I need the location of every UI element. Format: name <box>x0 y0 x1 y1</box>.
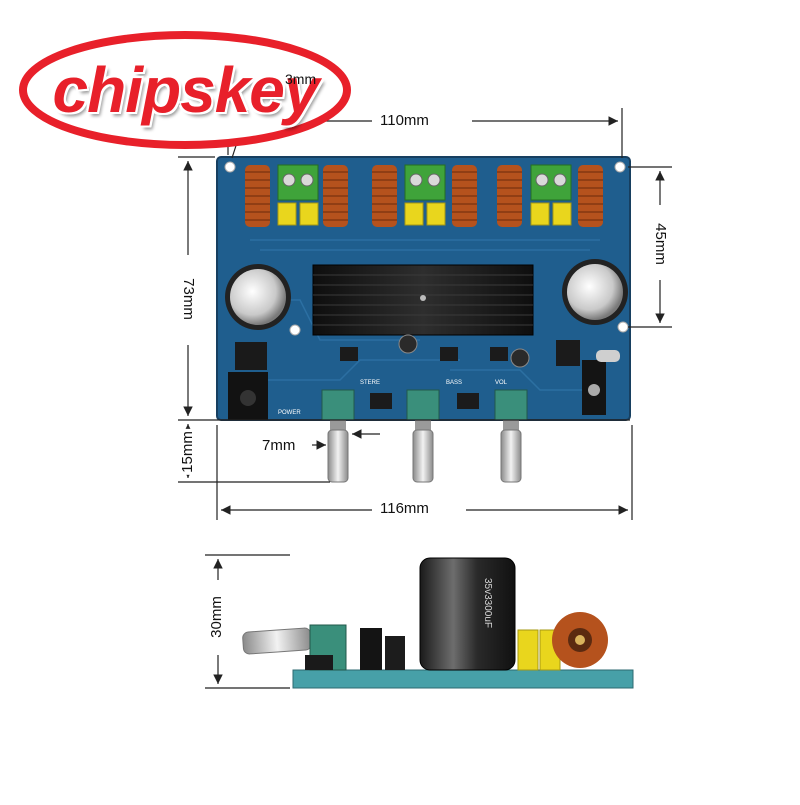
side-dimension-lines <box>205 554 290 689</box>
dim-30mm: 30mm <box>207 594 226 640</box>
knob-stereo <box>321 389 355 483</box>
brand-logo: chipskey <box>18 30 353 150</box>
logo-text: chipskey <box>52 54 320 126</box>
dim-15mm: 15mm <box>178 429 197 475</box>
pcb-top-view: POWER STERE BASS VOL <box>216 156 631 483</box>
side-capacitor-label: 35v3300uF <box>482 578 493 628</box>
output-section-right <box>497 164 603 227</box>
logo-ellipse <box>19 31 351 149</box>
silk-bass: BASS <box>446 380 462 386</box>
silk-power: POWER <box>278 410 301 416</box>
dim-45mm: 45mm <box>650 221 669 267</box>
output-section-left <box>245 164 348 227</box>
dim-73mm: 73mm <box>178 276 197 322</box>
dim-110mm: 110mm <box>378 112 431 130</box>
dim-7mm: 7mm <box>260 437 298 455</box>
dim-116mm: 116mm <box>378 500 431 518</box>
dim-3mm: 3mm <box>285 71 317 87</box>
knob-vol <box>494 389 528 483</box>
pcb-side-view: 35v3300uF <box>242 557 634 689</box>
silk-vol: VOL <box>495 380 508 386</box>
knob-bass <box>406 389 440 483</box>
silk-stereo: STERE <box>360 380 380 386</box>
output-section-middle <box>372 164 477 227</box>
